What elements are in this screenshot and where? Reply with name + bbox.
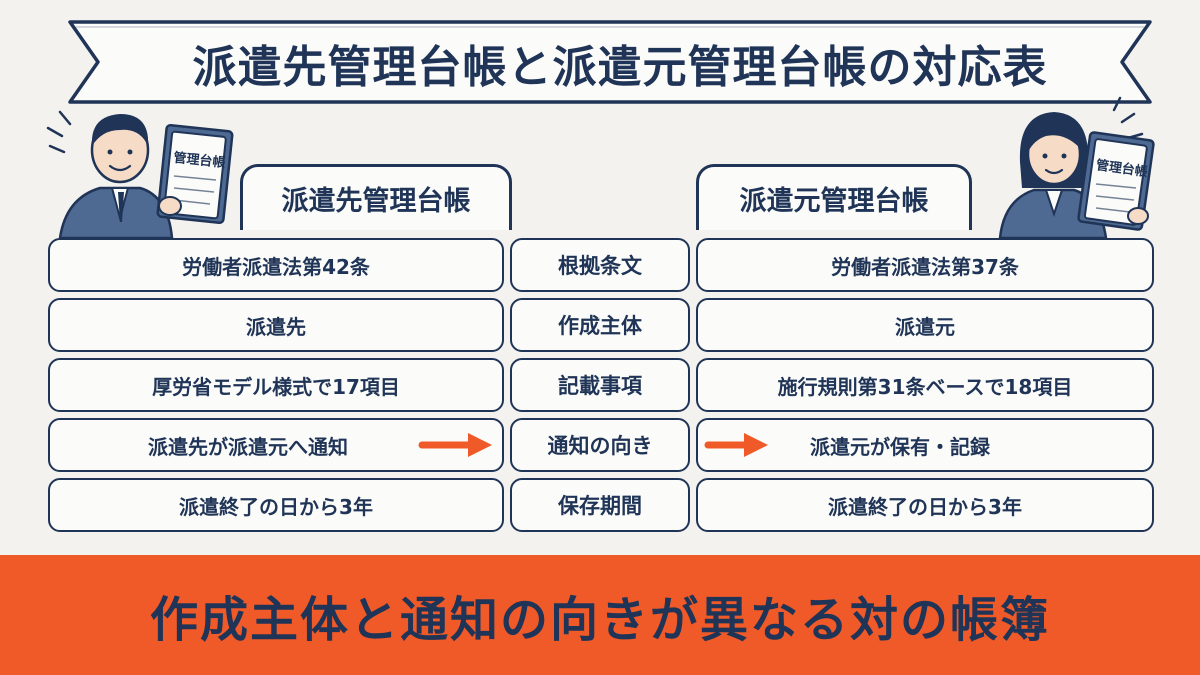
cell-left-basis: 労働者派遣法第42条 xyxy=(48,238,504,292)
cell-left-items: 厚労省モデル様式で17項目 xyxy=(48,358,504,412)
cell-mid-creator: 作成主体 xyxy=(510,298,690,352)
cell-right-creator: 派遣元 xyxy=(696,298,1154,352)
summary-banner: 作成主体と通知の向きが異なる対の帳簿 xyxy=(0,555,1200,675)
cell-left-creator: 派遣先 xyxy=(48,298,504,352)
header-haken-moto: 派遣元管理台帳 xyxy=(696,164,972,230)
cell-mid-notice: 通知の向き xyxy=(510,418,690,472)
cell-right-notice: 派遣元が保有・記録 xyxy=(696,418,1154,472)
cell-right-retention: 派遣終了の日から3年 xyxy=(696,478,1154,532)
binder-label: 管理台帳 xyxy=(173,150,226,171)
cell-mid-basis: 根拠条文 xyxy=(510,238,690,292)
cell-mid-retention: 保存期間 xyxy=(510,478,690,532)
header-haken-saki: 派遣先管理台帳 xyxy=(240,164,512,230)
businesswoman-illustration: 管理台帳 xyxy=(998,96,1155,238)
cell-mid-items: 記載事項 xyxy=(510,358,690,412)
summary-text: 作成主体と通知の向きが異なる対の帳簿 xyxy=(149,592,1050,648)
cell-right-items: 施行規則第31条ベースで18項目 xyxy=(696,358,1154,412)
title-banner xyxy=(68,20,1152,104)
cell-right-basis: 労働者派遣法第37条 xyxy=(696,238,1154,292)
page-title: 派遣先管理台帳と派遣元管理台帳の対応表 xyxy=(192,42,1048,93)
binder-label: 管理台帳 xyxy=(1095,157,1149,180)
arrow-right-icon xyxy=(418,433,492,457)
arrow-right-icon xyxy=(704,433,768,457)
cell-left-retention: 派遣終了の日から3年 xyxy=(48,478,504,532)
businessman-illustration: 管理台帳 xyxy=(46,110,234,238)
